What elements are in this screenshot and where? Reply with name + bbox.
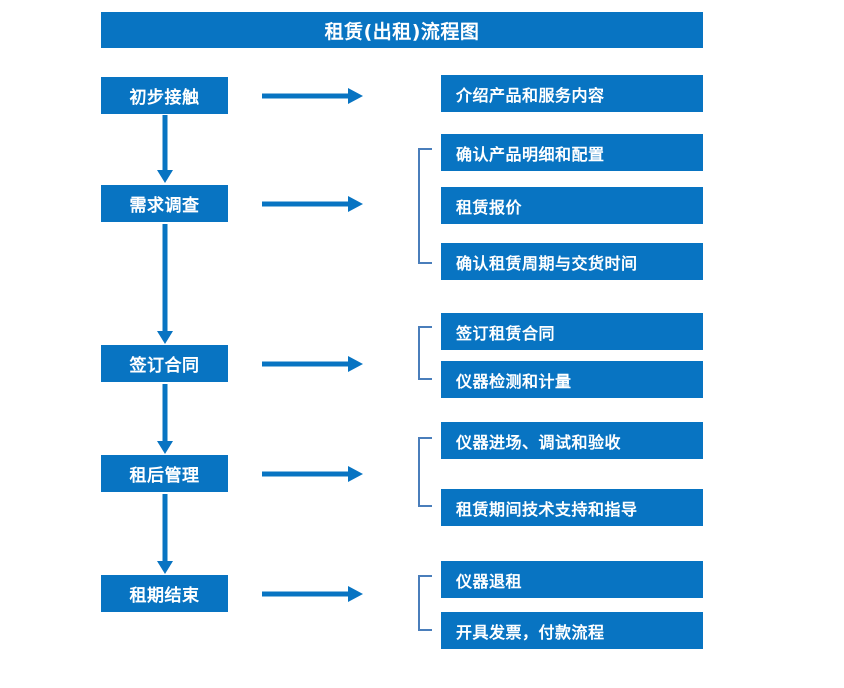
stage-box-2[interactable]: 需求调查 (101, 185, 228, 222)
stage-box-4[interactable]: 租后管理 (101, 455, 228, 492)
arrow-to-contract (262, 352, 363, 376)
arrow-to-aftercare (262, 462, 363, 486)
detail-box-5[interactable]: 签订租赁合同 (441, 313, 703, 350)
stage-box-5[interactable]: 租期结束 (101, 575, 228, 612)
detail-box-4[interactable]: 确认租赁周期与交货时间 (441, 243, 703, 280)
detail-box-7[interactable]: 仪器进场、调试和验收 (441, 422, 703, 459)
arrow-to-end (262, 582, 363, 606)
arrow-aftercare-to-end (153, 494, 177, 574)
detail-box-10[interactable]: 开具发票，付款流程 (441, 612, 703, 649)
arrow-to-intro (262, 84, 363, 108)
detail-box-6[interactable]: 仪器检测和计量 (441, 361, 703, 398)
detail-box-9[interactable]: 仪器退租 (441, 561, 703, 598)
arrow-contact-to-needs (153, 115, 177, 183)
stage-box-1[interactable]: 初步接触 (101, 77, 228, 114)
stage-box-3[interactable]: 签订合同 (101, 345, 228, 382)
bracket-end (418, 575, 432, 631)
arrow-to-needs (262, 192, 363, 216)
bracket-needs (418, 148, 432, 264)
arrow-needs-to-contract (153, 224, 177, 344)
page-title: 租赁(出租)流程图 (101, 12, 703, 48)
arrow-contract-to-aftercare (153, 384, 177, 454)
detail-box-3[interactable]: 租赁报价 (441, 187, 703, 224)
detail-box-2[interactable]: 确认产品明细和配置 (441, 134, 703, 171)
bracket-contract (418, 326, 432, 380)
bracket-aftercare (418, 437, 432, 507)
detail-box-1[interactable]: 介绍产品和服务内容 (441, 75, 703, 112)
detail-box-8[interactable]: 租赁期间技术支持和指导 (441, 489, 703, 526)
